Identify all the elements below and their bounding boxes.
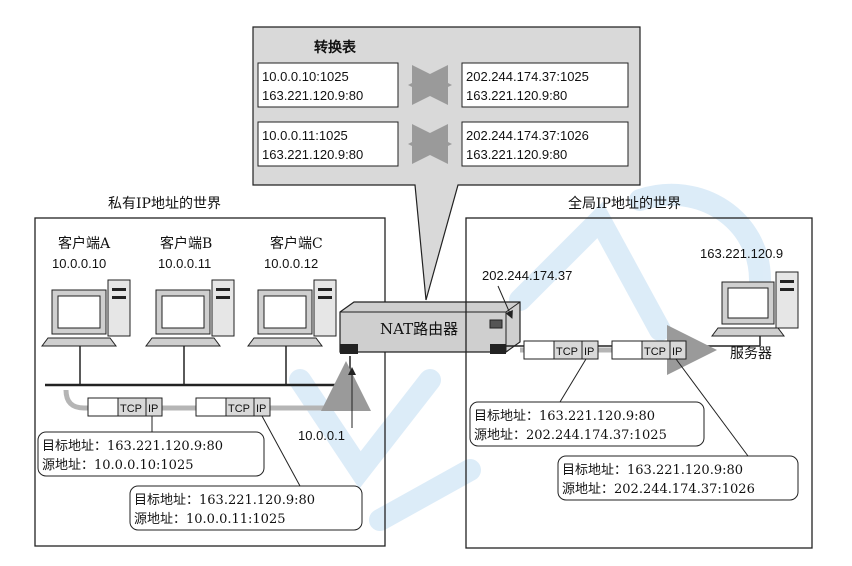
packet-a: TCP IP (88, 398, 162, 416)
packet-global-1-src: 源地址：202.244.174.37:1025 (474, 428, 667, 443)
client-c-ip: 10.0.0.12 (264, 256, 318, 271)
router-lan-ip: 10.0.0.1 (298, 428, 345, 443)
client-c-computer-icon (248, 280, 336, 346)
private-world-panel: 私有IP地址的世界 客户端A 10.0.0.10 客户端B 10.0.0.11 … (35, 196, 385, 546)
packet-b-ip: IP (256, 403, 266, 415)
packet-a-tcp: TCP (120, 403, 142, 415)
server-ip: 163.221.120.9 (700, 246, 783, 261)
global-world-panel: 全局IP地址的世界 202.244.174.37 163.221.120.9 服… (466, 195, 812, 548)
router-wan-ip: 202.244.174.37 (482, 268, 572, 283)
client-a-computer-icon (42, 280, 130, 346)
client-a-name: 客户端A (58, 235, 111, 252)
nat-row1-global-line1: 202.244.174.37:1025 (466, 69, 589, 84)
packet-global-2: TCP IP (612, 341, 686, 359)
global-world-label: 全局IP地址的世界 (568, 195, 681, 212)
client-b-name: 客户端B (160, 235, 212, 252)
nat-router: NAT路由器 (340, 302, 520, 354)
client-a-ip: 10.0.0.10 (52, 256, 106, 271)
packet-a-src: 源地址：10.0.0.10:1025 (42, 458, 194, 473)
packet-b-tcp: TCP (228, 403, 250, 415)
packet-global-2-tcp: TCP (644, 346, 666, 358)
packet-b-callout-line (262, 416, 300, 486)
nat-row2-private-line2: 163.221.120.9:80 (262, 147, 363, 162)
packet-global-1-tcp: TCP (556, 346, 578, 358)
packet-global-2-dst: 目标地址：163.221.120.9:80 (562, 463, 743, 478)
router-label: NAT路由器 (380, 320, 458, 338)
client-b-computer-icon (146, 280, 234, 346)
packet-global-2-src: 源地址：202.244.174.37:1026 (562, 482, 755, 497)
private-world-label: 私有IP地址的世界 (108, 196, 221, 212)
packet-global-1-callout-line (560, 359, 586, 402)
nat-row2-private-line1: 10.0.0.11:1025 (262, 128, 348, 143)
packet-global-1-dst: 目标地址：163.221.120.9:80 (474, 409, 655, 424)
packet-b-src: 源地址：10.0.0.11:1025 (134, 512, 286, 527)
packet-a-ip: IP (148, 403, 158, 415)
nat-row1-private-line2: 163.221.120.9:80 (262, 88, 363, 103)
nat-row2-global-line1: 202.244.174.37:1026 (466, 128, 589, 143)
nat-row1-private-line1: 10.0.0.10:1025 (262, 69, 349, 84)
packet-b-dst: 目标地址：163.221.120.9:80 (134, 493, 315, 508)
server-name: 服务器 (730, 346, 772, 362)
packet-global-1-ip: IP (584, 346, 594, 358)
nat-table-title: 转换表 (314, 39, 357, 56)
server-computer-icon (712, 272, 798, 336)
packet-b: TCP IP (196, 398, 270, 416)
nat-row1-global-line2: 163.221.120.9:80 (466, 88, 567, 103)
client-b-ip: 10.0.0.11 (158, 256, 211, 271)
client-c-name: 客户端C (270, 235, 323, 252)
packet-global-2-ip: IP (672, 346, 682, 358)
packet-global-1: TCP IP (524, 341, 598, 359)
packet-a-dst: 目标地址：163.221.120.9:80 (42, 439, 223, 454)
nat-row2-global-line2: 163.221.120.9:80 (466, 147, 567, 162)
